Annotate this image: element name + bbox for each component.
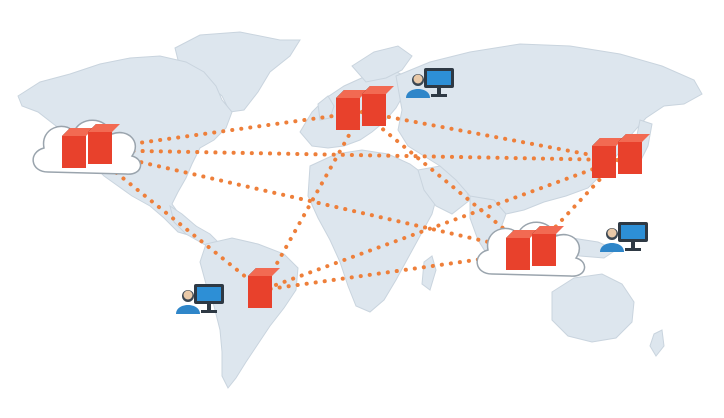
cloud-icon (32, 119, 142, 175)
network-link-east-asia-server-to-south-america-server (260, 158, 620, 292)
node-russia-user (406, 68, 454, 98)
network-link-europe-server-to-south-america-server (260, 110, 364, 292)
landmass-south-america (199, 237, 299, 389)
network-link-east-asia-server-to-southeast-asia-cloud (530, 158, 620, 254)
node-southeast-asia-cloud (476, 221, 586, 277)
network-link-north-america-cloud-to-southeast-asia-cloud (86, 148, 534, 254)
node-south-america-user (176, 284, 224, 314)
landmass-australia (551, 273, 635, 343)
node-east-asia-server (592, 134, 650, 178)
world-map (17, 31, 703, 389)
landmass-britain (317, 95, 335, 121)
user-computer-icon (406, 68, 454, 98)
network-nodes (32, 68, 650, 314)
landmass-madagascar (421, 255, 437, 291)
landmass-new-zealand (649, 329, 665, 357)
landmass-scandinavia (351, 45, 413, 83)
node-europe-server (336, 86, 394, 130)
user-computer-icon (176, 284, 224, 314)
network-link-europe-server-to-east-asia-server (360, 110, 620, 162)
user-computer-icon (600, 222, 648, 252)
landmass-africa (307, 149, 439, 313)
network-link-north-america-cloud-to-east-asia-server (86, 148, 620, 162)
node-australia-user (600, 222, 648, 252)
node-north-america-cloud (32, 119, 142, 175)
cloud-icon (476, 221, 586, 277)
